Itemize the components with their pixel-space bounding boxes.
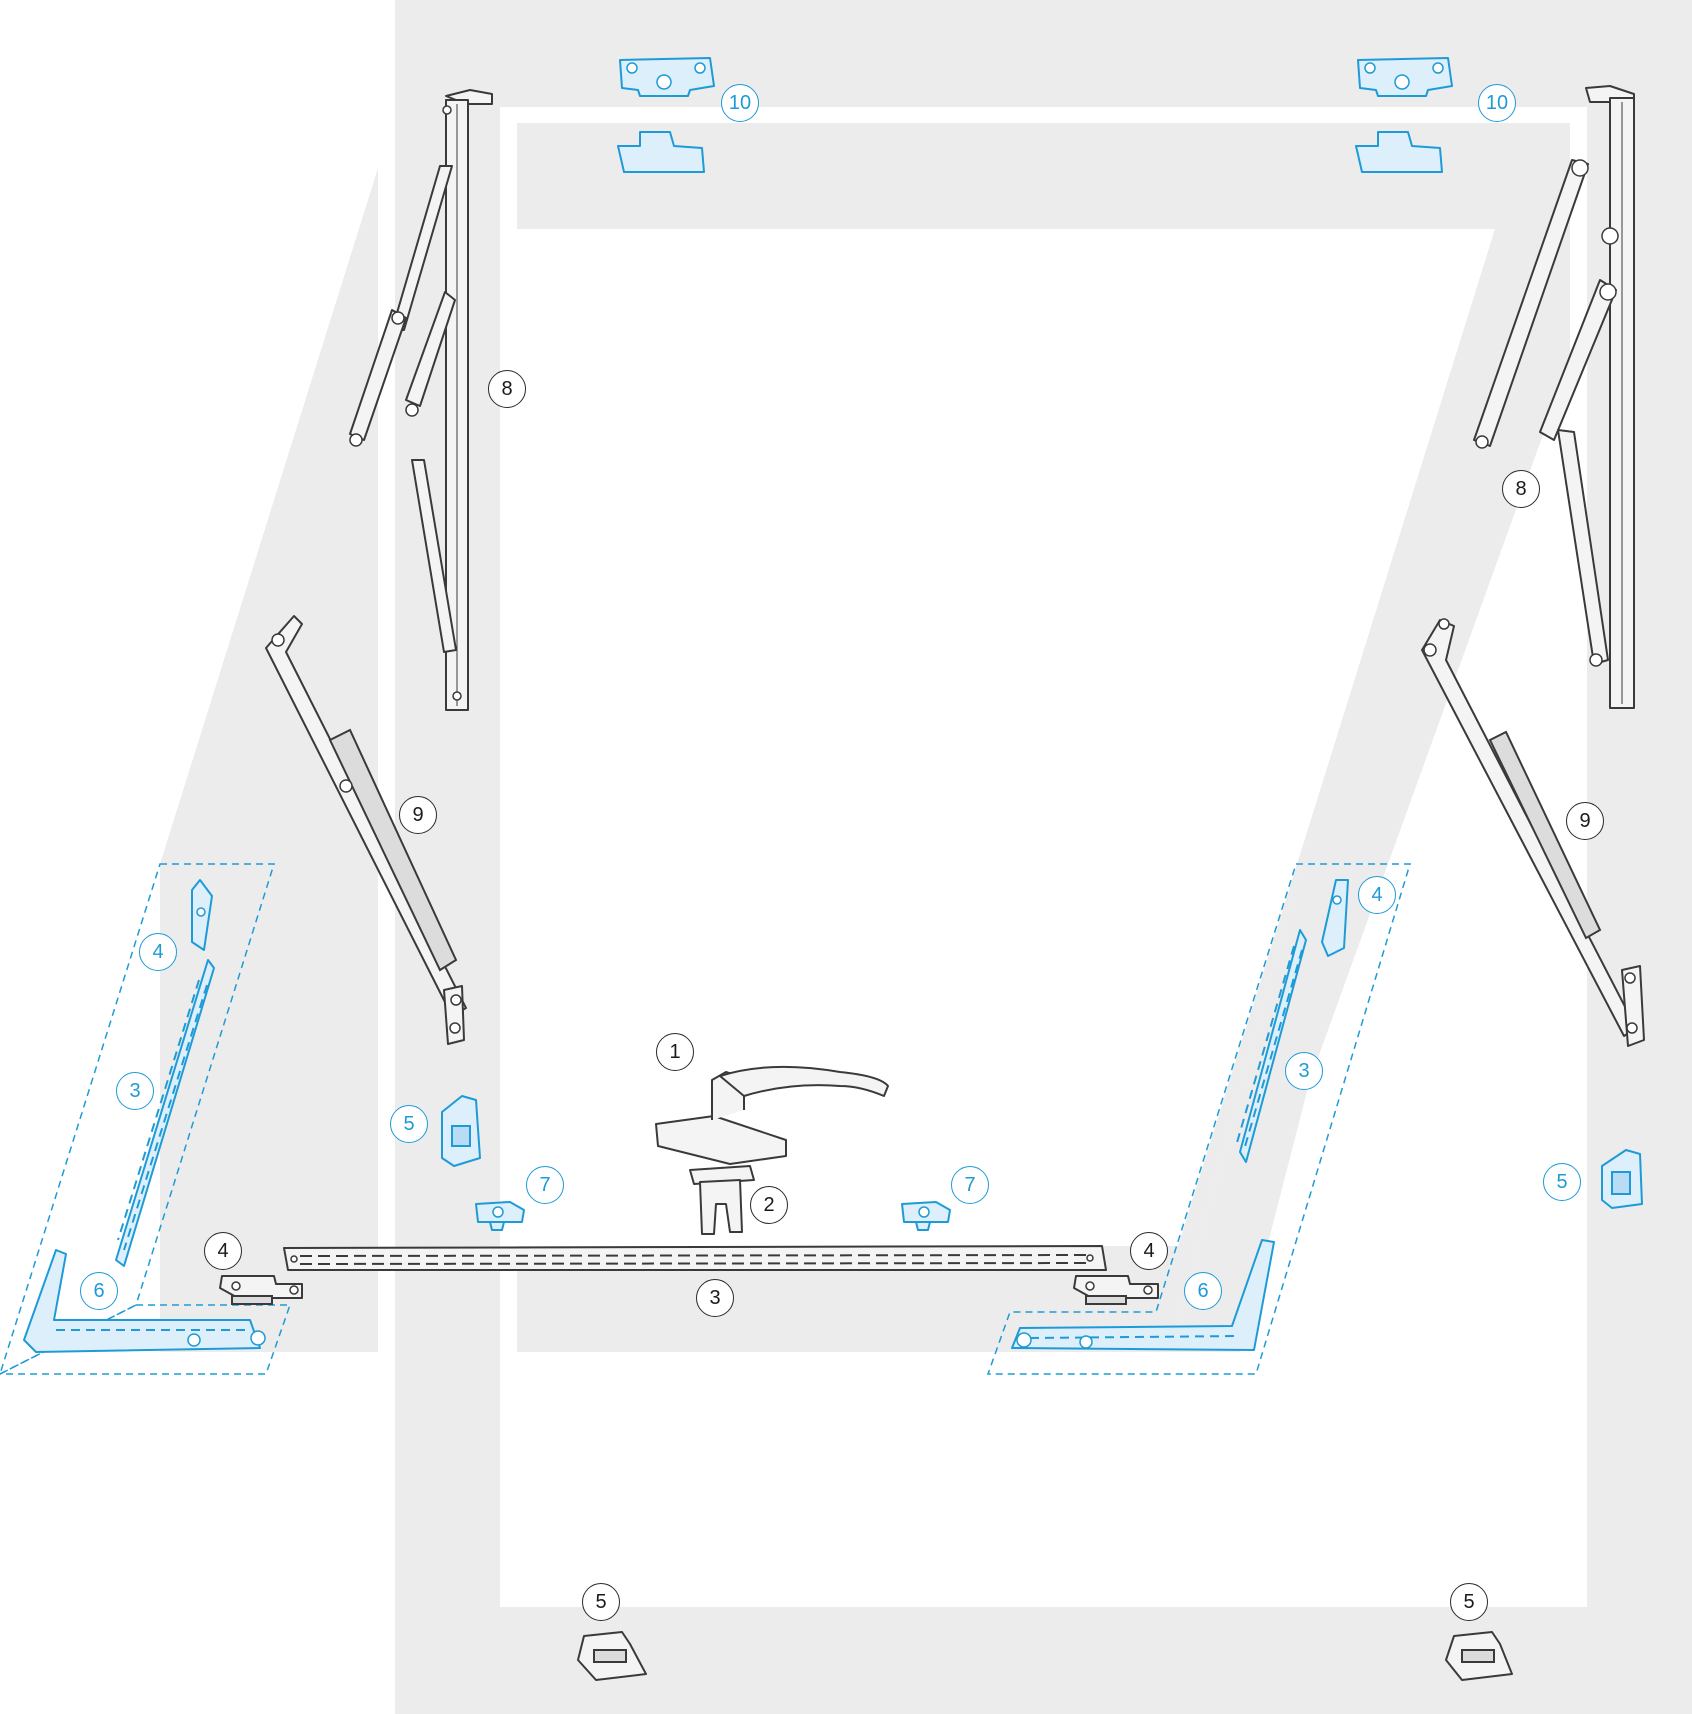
espagnolette-bar-left	[115, 959, 215, 1267]
callout-7-left: 7	[526, 1166, 564, 1204]
callout-10-right: 10	[1478, 84, 1516, 122]
callout-5-left-blue: 5	[390, 1105, 428, 1143]
keeper-5-left-blue	[441, 1095, 481, 1167]
keeper-bottom-left	[577, 1631, 647, 1681]
callout-3-left: 3	[116, 1072, 154, 1110]
corner-drive-right	[1011, 1239, 1275, 1351]
callout-10-left: 10	[721, 84, 759, 122]
callout-3-right: 3	[1285, 1052, 1323, 1090]
callout-5-right-blue: 5	[1543, 1163, 1581, 1201]
cam-left	[475, 1201, 525, 1231]
keeper-5-right-blue	[1601, 1149, 1643, 1209]
callout-2: 2	[750, 1186, 788, 1224]
restrictor-arm-left	[265, 615, 467, 1045]
callout-5-bottom-right: 5	[1450, 1583, 1488, 1621]
spindle	[689, 1165, 755, 1235]
callout-8-left: 8	[488, 370, 526, 408]
callout-4-right-blue: 4	[1358, 876, 1396, 914]
callout-1: 1	[656, 1033, 694, 1071]
top-keeper-left	[617, 57, 715, 173]
keeper-right-blue	[1321, 879, 1349, 957]
keeper-right-black	[1073, 1275, 1159, 1305]
espagnolette-bar-right	[1235, 929, 1307, 1163]
keeper-left-black	[219, 1275, 303, 1305]
callout-5-bottom-left: 5	[582, 1583, 620, 1621]
callout-8-right: 8	[1502, 470, 1540, 508]
callout-4-left-blue: 4	[139, 933, 177, 971]
friction-stay-left	[349, 89, 493, 711]
callout-9-left: 9	[399, 796, 437, 834]
callout-4-left-black: 4	[204, 1232, 242, 1270]
callout-9-right: 9	[1566, 802, 1604, 840]
cam-right	[901, 1201, 951, 1231]
keeper-left-blue	[191, 879, 213, 951]
window-frame	[160, 0, 1692, 1714]
handle	[655, 1065, 889, 1165]
callout-3-bottom: 3	[696, 1279, 734, 1317]
callout-4-right-black: 4	[1130, 1232, 1168, 1270]
callout-6-left: 6	[80, 1272, 118, 1310]
espagnolette-bar-bottom	[283, 1245, 1107, 1271]
callout-6-right: 6	[1184, 1272, 1222, 1310]
friction-stay-right	[1473, 85, 1635, 709]
callout-7-right: 7	[951, 1166, 989, 1204]
corner-drive-left	[23, 1249, 266, 1353]
right-blue-group-outline	[986, 863, 1412, 1375]
top-keeper-right	[1355, 57, 1453, 173]
keeper-bottom-right	[1445, 1631, 1513, 1681]
restrictor-arm-right	[1421, 618, 1645, 1047]
